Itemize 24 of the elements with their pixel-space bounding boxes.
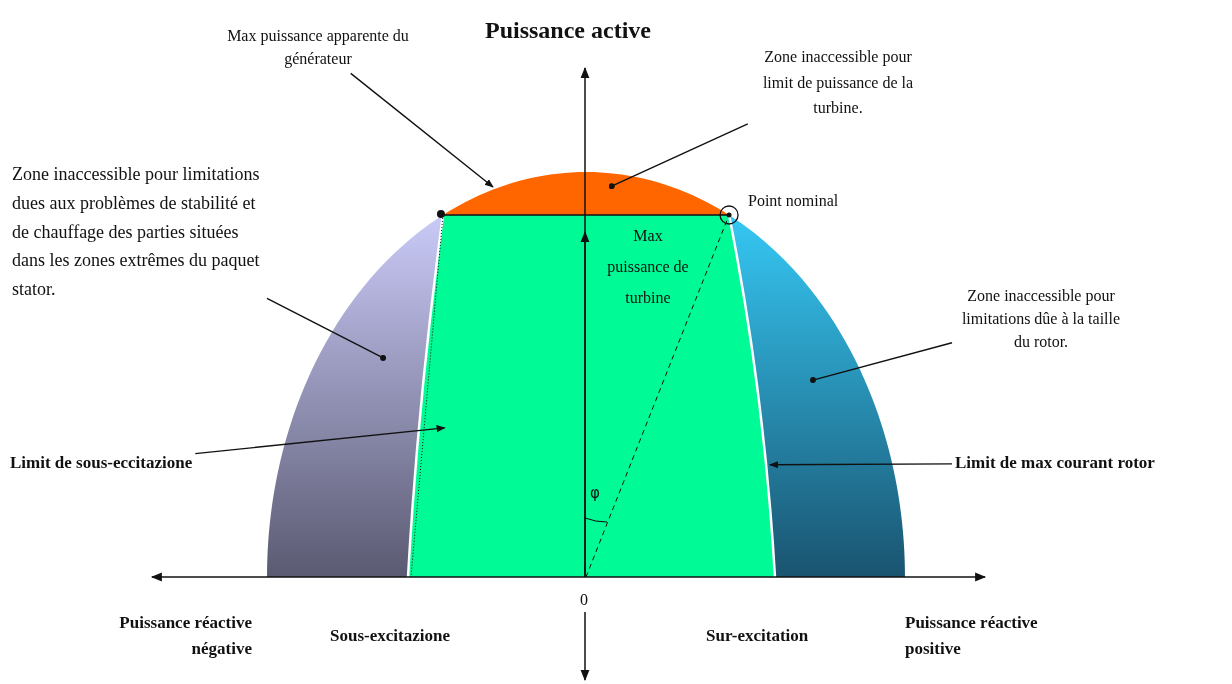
- turbine-limit-zone: [442, 172, 730, 215]
- leader-line: [809, 342, 953, 384]
- axis-label: Puissance active: [485, 16, 651, 45]
- leader-line: [608, 123, 749, 190]
- callout-text: Zone inaccessible pour limit de puissance de la turbine.: [748, 44, 928, 121]
- axis-label: Puissance réactive négative: [118, 612, 252, 660]
- leader-line: [350, 72, 494, 188]
- region-caption: Sur-excitation: [706, 625, 809, 647]
- rotor-limit-zone: [729, 215, 905, 577]
- leader-line: [266, 297, 387, 361]
- leader-line: [194, 425, 446, 455]
- axis-label: Puissance réactive positive: [905, 612, 1039, 660]
- limit-label: Limit de max courant rotor: [955, 451, 1155, 476]
- leader-line: [768, 461, 953, 469]
- callout-text: Max puissance apparente du générateur: [222, 24, 414, 71]
- callout-text: Zone inaccessible pour limitations dûe à la taille du rotor.: [955, 284, 1127, 354]
- limit-label: Limit de sous-eccitazione: [10, 451, 193, 476]
- region-caption: Sous-excitazione: [330, 625, 450, 647]
- angle-label: φ: [590, 483, 600, 504]
- stator-limit-zone: [267, 215, 443, 577]
- callout-text: Zone inaccessible pour limitations dues aux problèmes de stabilité et de chauffage des parties situées dans les zones extrêmes du paquet stator.: [12, 160, 264, 304]
- region-label: Max puissance de turbine: [606, 226, 690, 309]
- point-label: Point nominal: [748, 191, 839, 211]
- origin-label: 0: [580, 590, 588, 610]
